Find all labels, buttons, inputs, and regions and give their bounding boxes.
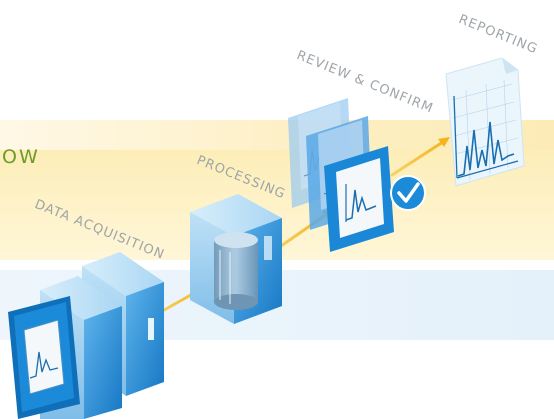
- diagram-title-fragment: OW: [2, 146, 40, 168]
- arrow-head-3: [438, 137, 450, 147]
- arrow-review-to-reporting: [390, 138, 448, 177]
- report-icon: [445, 57, 525, 187]
- review-panels: [288, 98, 426, 252]
- check-icon: [390, 175, 426, 211]
- server-icon: [190, 194, 282, 324]
- database-icon: [214, 232, 258, 310]
- workstation-icon: [8, 252, 164, 419]
- chromatogram-icon: [345, 184, 377, 222]
